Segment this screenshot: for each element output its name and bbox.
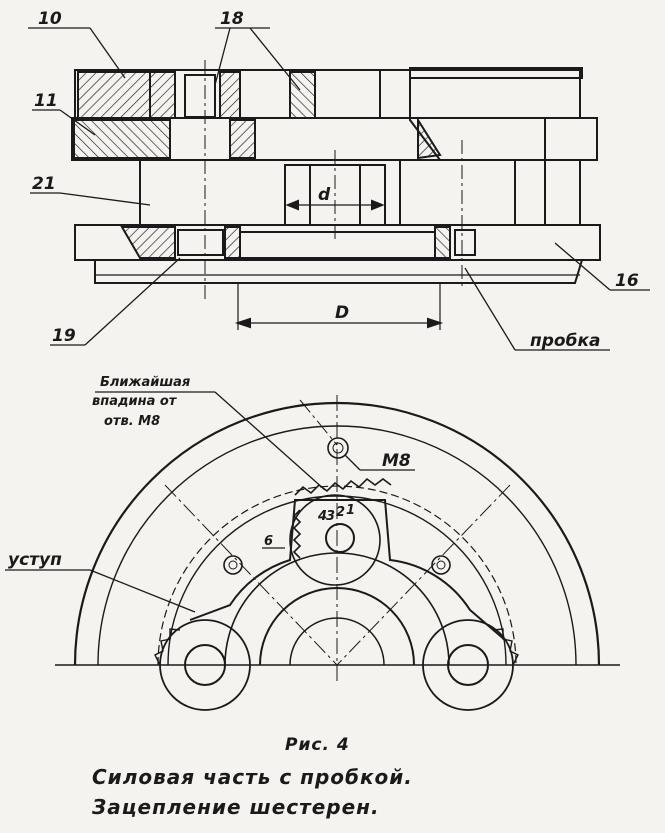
part-11 [73, 119, 171, 159]
caption-line-1: Силовая часть с пробкой. [92, 765, 413, 789]
label-nearest-2: впадина от [92, 394, 178, 409]
label-nearest-3: отв. М8 [104, 414, 160, 429]
figure-number: Рис. 4 [285, 735, 350, 755]
label-11: 11 [34, 91, 58, 111]
label-teeth-3: 3 [326, 509, 335, 524]
section-view [28, 27, 650, 351]
part-10 [77, 71, 151, 119]
label-teeth-1: 1 [346, 503, 355, 518]
label-probka: пробка [530, 331, 600, 351]
label-d: d [318, 185, 331, 205]
label-ustup: уступ [8, 550, 62, 570]
label-m8: М8 [382, 451, 411, 471]
label-D: D [335, 303, 349, 323]
label-teeth-4: 4 [317, 509, 327, 524]
label-6: 6 [264, 534, 273, 549]
label-21: 21 [32, 174, 56, 194]
gear-view [5, 391, 620, 711]
label-19: 19 [52, 326, 76, 346]
bottom-plate [74, 224, 601, 261]
label-18: 18 [220, 9, 244, 29]
caption-line-2: Зацепление шестерен. [92, 795, 380, 819]
label-teeth-2: 2 [336, 505, 345, 520]
label-nearest-1: Ближайшая [100, 375, 190, 390]
base-flange [94, 259, 583, 284]
label-10: 10 [38, 9, 62, 29]
label-16: 16 [615, 271, 639, 291]
